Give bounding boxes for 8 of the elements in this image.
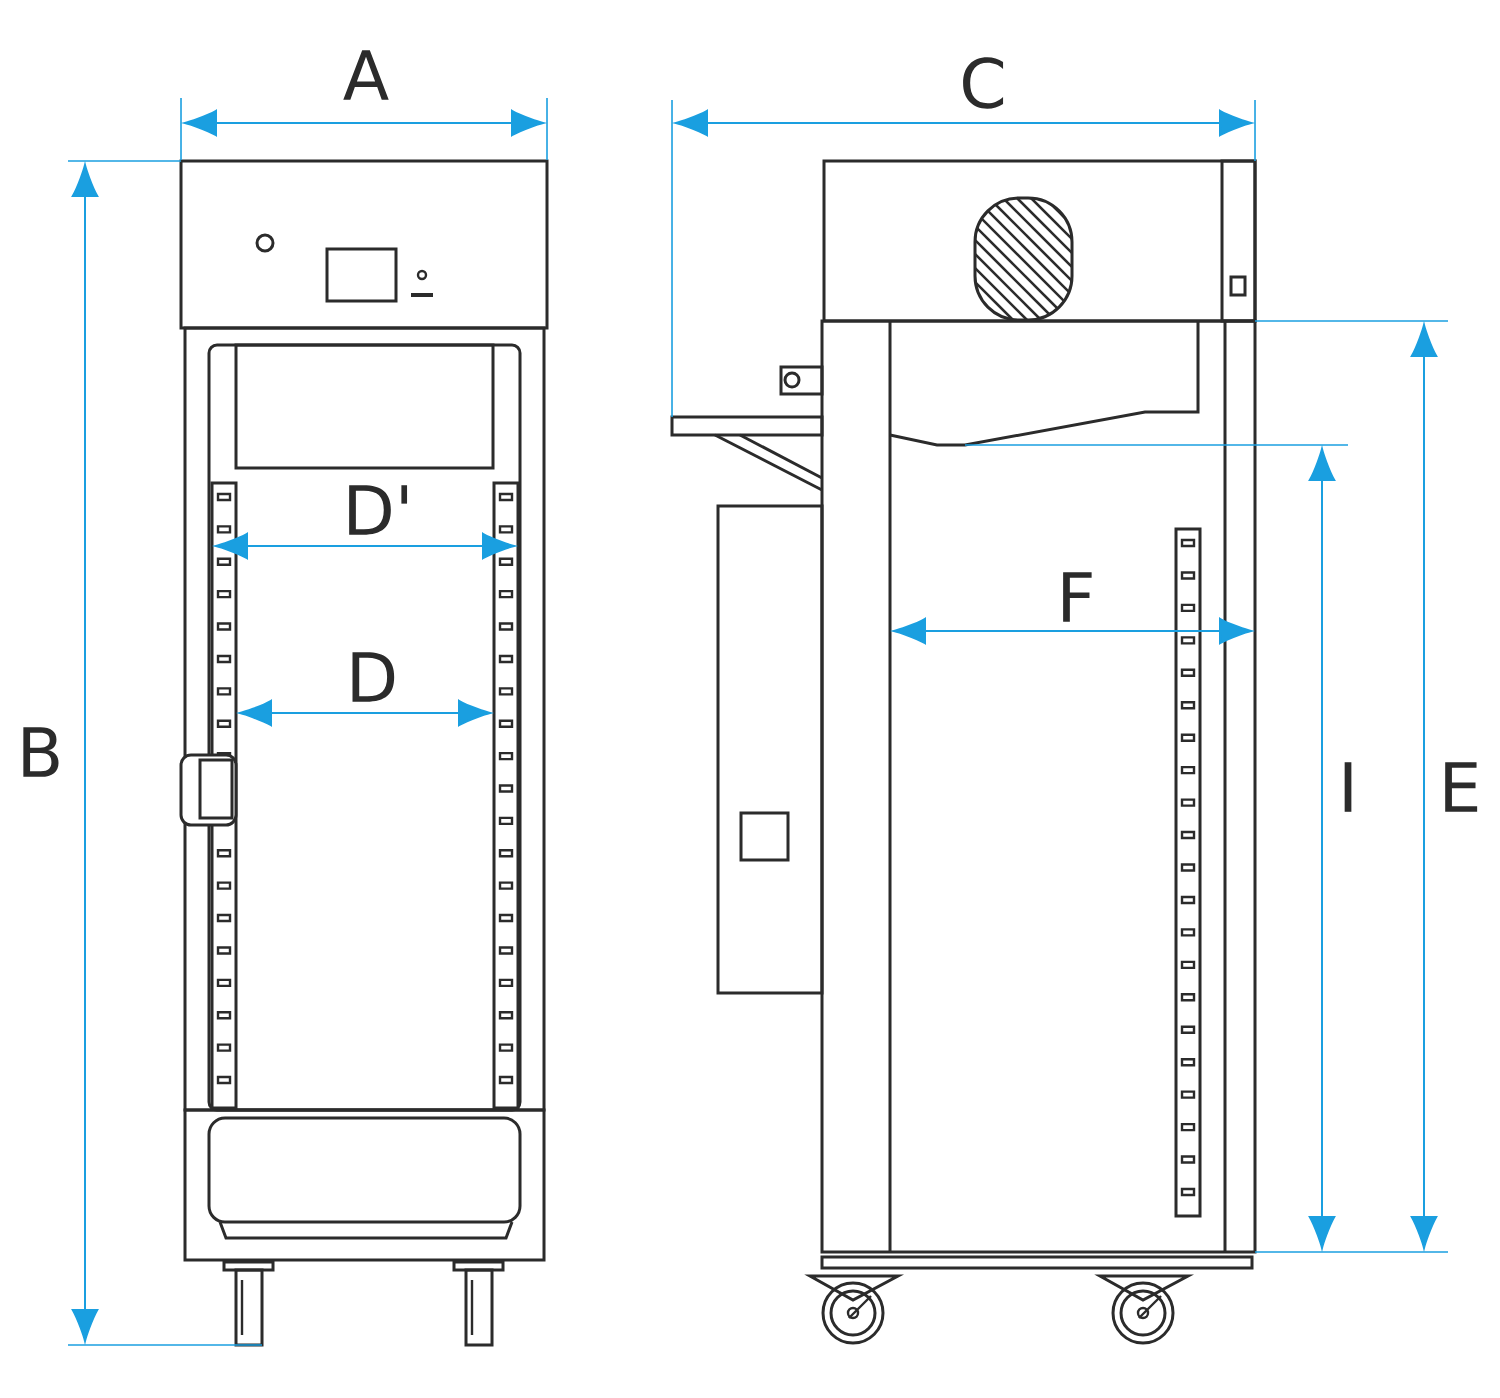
dimension-label: F (1063, 572, 1092, 622)
dimension-label: D (352, 652, 395, 702)
dimension-label: D' (349, 485, 408, 535)
dimension-label: C (963, 57, 1004, 109)
dimension-label: A (343, 50, 389, 100)
dimension-label: I (1344, 762, 1352, 812)
dimension-label: B (23, 727, 59, 777)
dimension-label: E (1445, 762, 1478, 812)
